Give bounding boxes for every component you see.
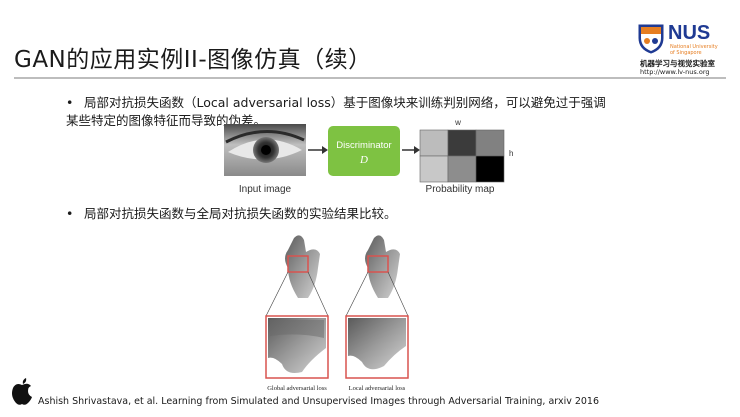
nus-subtitle-line2: of Singapore [670, 50, 702, 56]
global-loss-hand-image [265, 235, 329, 379]
probability-map-cell [475, 155, 505, 183]
discriminator-symbol: D [359, 154, 368, 166]
probability-map-cell [447, 155, 477, 183]
nus-subtitle: National University of Singapore [670, 44, 718, 56]
lab-name: 机器学习与视觉实验室 [640, 59, 715, 68]
bullet-local-loss: •局部对抗损失函数（Local adversarial loss）基于图像块来训… [66, 94, 606, 130]
arrow-head-1 [322, 146, 328, 154]
local-loss-label: Local adversarial loss [349, 385, 406, 392]
bullet2-text: 局部对抗损失函数与全局对抗损失函数的实验结果比较。 [84, 206, 397, 221]
bullet-icon: • [66, 206, 74, 221]
discriminator-label: Discriminator [336, 140, 391, 151]
arrow-head-2 [414, 146, 420, 154]
local-loss-hand-image [345, 235, 409, 379]
discriminator-diagram: Input image Discriminator D w h Probabil… [224, 120, 513, 195]
global-loss-label: Global adversarial loss [267, 385, 327, 392]
nus-crest-icon [638, 24, 664, 54]
nus-wordmark: NUS [668, 22, 711, 44]
probability-map-cell [419, 155, 449, 183]
bullet-icon: • [66, 95, 74, 110]
apple-icon [12, 378, 32, 405]
height-label: h [509, 149, 513, 158]
title-divider [14, 77, 726, 79]
probability-map-cell [447, 129, 477, 157]
citation: Ashish Shrivastava, et al. Learning from… [38, 396, 600, 407]
lab-url: http://www.lv-nus.org [640, 68, 710, 76]
nus-subtitle-line1: National University [670, 44, 718, 50]
input-eye-image [224, 124, 306, 176]
probability-map [419, 129, 505, 183]
input-image-label: Input image [239, 184, 292, 195]
global-crop-box [287, 255, 309, 273]
bullet1-text: 局部对抗损失函数（Local adversarial loss）基于图像块来训练… [66, 95, 606, 128]
width-label: w [454, 120, 461, 127]
probability-map-cell [419, 129, 449, 157]
probability-map-label: Probability map [426, 184, 495, 195]
probability-map-cell [475, 129, 505, 157]
local-crop-box [367, 255, 389, 273]
slide-title: GAN的应用实例II-图像仿真（续） [14, 47, 372, 73]
discriminator-box [328, 126, 400, 176]
results-figure: Global adversarial loss Local adversaria… [265, 235, 409, 392]
bullet-comparison: • 局部对抗损失函数与全局对抗损失函数的实验结果比较。 [66, 205, 397, 223]
